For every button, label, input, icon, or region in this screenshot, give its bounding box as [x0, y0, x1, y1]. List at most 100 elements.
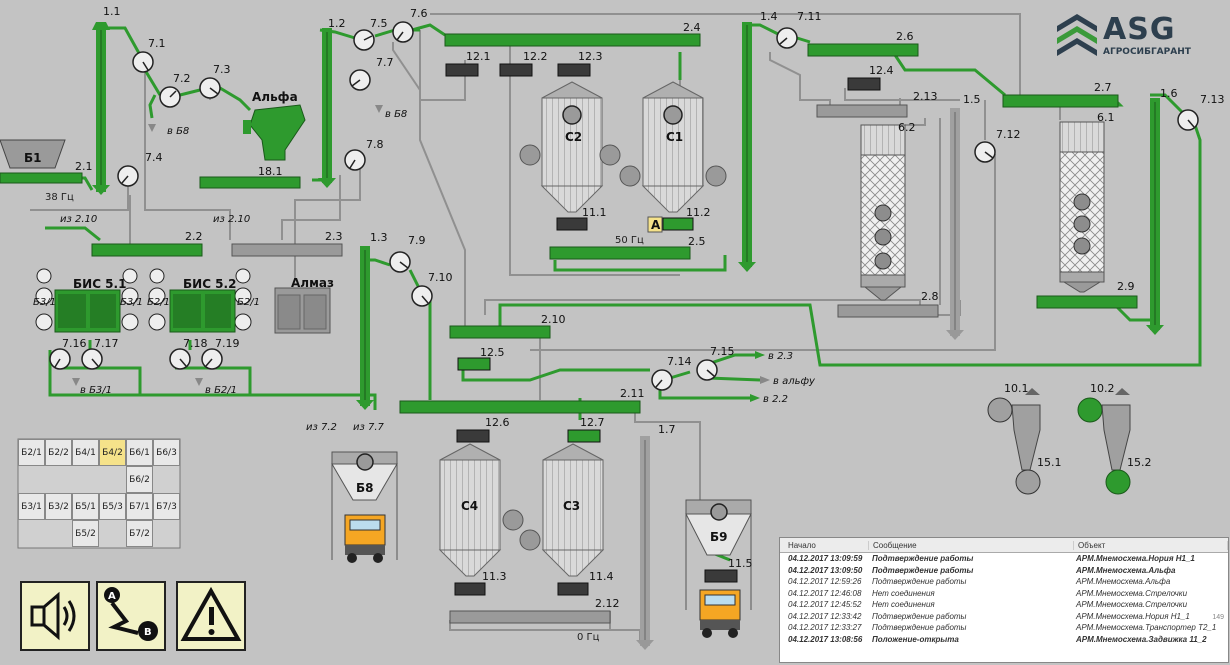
svg-text:B: B — [144, 627, 152, 638]
b21-right: Б2/1 — [237, 297, 260, 308]
silo-c4 — [438, 443, 524, 596]
event-log-header: Начало Сообщение Объект — [780, 538, 1228, 553]
route-button[interactable]: A B — [96, 581, 166, 651]
freq-2-1: 38 Гц — [45, 192, 74, 203]
label-2-13: 2.13 — [913, 90, 938, 103]
svg-text:A: A — [108, 591, 116, 602]
col-message[interactable]: Сообщение — [869, 540, 1074, 550]
event-log-cell: Подтверждение работы — [872, 623, 967, 633]
conveyor-2-8 — [837, 304, 939, 318]
bin-cell[interactable]: Б2/1 — [18, 439, 45, 466]
to-2-3: в 2.3 — [768, 351, 793, 362]
label-2-8: 2.8 — [921, 290, 939, 303]
to-b2-1: в Б2/1 — [205, 385, 237, 396]
conveyor-2-7 — [1002, 94, 1119, 108]
bunkers — [0, 139, 752, 610]
event-log-cell: АРМ.Мнемосхема.Задвижка 11_2 — [1076, 634, 1207, 644]
label-6-1: 6.1 — [1097, 111, 1115, 124]
bin-cell[interactable]: Б7/1 — [126, 493, 153, 520]
col-object[interactable]: Объект — [1074, 540, 1228, 550]
event-log-cell: АРМ.Мнемосхема.Альфа — [1076, 577, 1171, 587]
bin-cell[interactable]: Б4/2 — [99, 439, 126, 466]
label-7-3: 7.3 — [213, 63, 231, 76]
label-7-14: 7.14 — [667, 355, 692, 368]
bin-cell[interactable]: Б5/1 — [72, 493, 99, 520]
conveyor-2-2 — [91, 243, 203, 257]
bin-cell[interactable]: Б7/3 — [153, 493, 180, 520]
bin-cell[interactable]: Б7/2 — [126, 520, 153, 547]
label-7-4: 7.4 — [145, 151, 163, 164]
bis-machines — [54, 287, 331, 334]
from-2-10-a: из 2.10 — [60, 214, 97, 225]
label-12-6: 12.6 — [485, 416, 510, 429]
alarm-button[interactable] — [176, 581, 246, 651]
event-log-cell: АРМ.Мнемосхема.Транспортер Т2_1 — [1076, 623, 1217, 633]
gate-11-5 — [704, 569, 738, 583]
elevators — [92, 22, 1164, 650]
valve-7-8 — [344, 149, 366, 171]
event-log-cell: Подтверждение работы — [872, 554, 974, 564]
bin-cell[interactable]: Б6/3 — [153, 439, 180, 466]
label-silo-c4: С4 — [461, 499, 478, 513]
bin-cell[interactable]: Б6/2 — [126, 466, 153, 493]
label-11-4: 11.4 — [589, 570, 614, 583]
valve-7-17 — [81, 348, 103, 370]
label-15-2: 15.2 — [1127, 456, 1152, 469]
bin-cell[interactable]: Б4/1 — [72, 439, 99, 466]
valve-7-16 — [49, 348, 71, 370]
label-2-6: 2.6 — [896, 30, 914, 43]
label-7-7: 7.7 — [376, 56, 394, 69]
label-7-16: 7.16 — [62, 337, 87, 350]
label-2-9: 2.9 — [1117, 280, 1135, 293]
bin-cell[interactable]: Б6/1 — [126, 439, 153, 466]
noria-1-7 — [636, 436, 654, 650]
event-log-cell: Подтверждение работы — [872, 565, 974, 575]
sound-button[interactable] — [20, 581, 90, 651]
to-alfa: в альфу — [773, 376, 816, 387]
logo-subtitle: АГРОСИБГАРАНТ — [1103, 47, 1191, 57]
label-2-11: 2.11 — [620, 387, 645, 400]
b21-left: Б2/1 — [147, 297, 170, 308]
valve-7-12 — [974, 141, 996, 163]
log-counter: 149 — [1212, 614, 1224, 621]
noria-1-3 — [356, 246, 374, 410]
label-7-12: 7.12 — [996, 128, 1021, 141]
bin-cell[interactable]: Б3/1 — [18, 493, 45, 520]
label-2-1: 2.1 — [75, 160, 93, 173]
bin-cell[interactable]: Б2/2 — [45, 439, 72, 466]
noria-1-6 — [1146, 98, 1164, 335]
label-7-5: 7.5 — [370, 17, 388, 30]
valve-7-14 — [651, 369, 673, 391]
noria-1-5 — [946, 108, 964, 340]
gate-12-2 — [499, 63, 533, 77]
bin-cell[interactable]: Б3/2 — [45, 493, 72, 520]
bin-cell[interactable]: Б5/2 — [72, 520, 99, 547]
speaker-icon — [30, 591, 76, 641]
to-2-2: в 2.2 — [763, 394, 788, 405]
arrows — [72, 105, 770, 402]
valve-7-13 — [1177, 109, 1199, 131]
dryers — [860, 121, 1105, 301]
label-7-1: 7.1 — [148, 37, 166, 50]
event-log-cell: АРМ.Мнемосхема.Альфа — [1076, 565, 1176, 575]
label-11-5: 11.5 — [728, 557, 753, 570]
label-11-2: 11.2 — [686, 206, 711, 219]
from-7-2: из 7.2 — [306, 422, 337, 433]
asg-logo-icon — [1057, 14, 1097, 56]
label-15-1: 15.1 — [1037, 456, 1062, 469]
bin-cell[interactable]: Б5/3 — [99, 493, 126, 520]
cyclones — [987, 388, 1131, 495]
to-b8-b: в Б8 — [385, 109, 407, 120]
to-b3-1: в Б3/1 — [80, 385, 112, 396]
bis-side-valves — [35, 268, 252, 331]
col-start[interactable]: Начало — [780, 540, 869, 550]
